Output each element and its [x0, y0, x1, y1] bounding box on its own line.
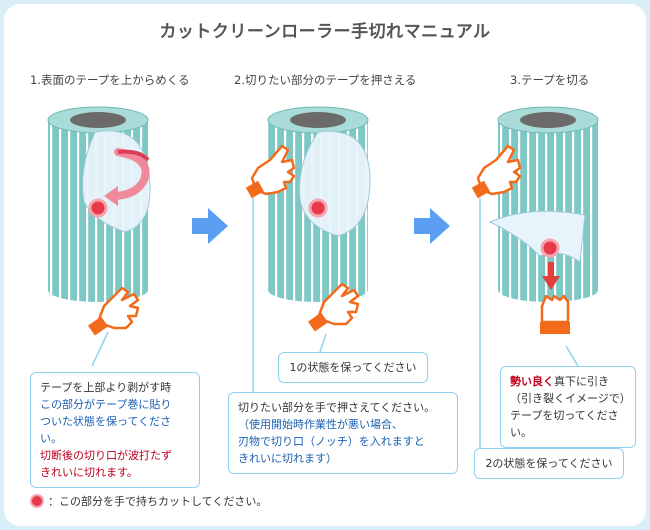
- instruction-bubble-2: 1の状態を保ってください: [278, 352, 428, 383]
- hand-icon: [245, 144, 296, 199]
- step-1-label: 1.表面のテープを上からめくる: [30, 73, 190, 87]
- bubble2-text: 1の状態を保ってください: [289, 361, 417, 374]
- step-3-label: 3.テープを切る: [510, 73, 590, 87]
- red-dot-icon: [30, 494, 44, 508]
- next-arrow-icon: [414, 208, 450, 244]
- bubble1-line5: きれいに切れます。: [40, 466, 138, 479]
- bubble4-emphasis: 勢い良く: [510, 375, 554, 388]
- bubble3-line1: 切りたい部分を手で押さえてください。: [238, 401, 436, 414]
- bubble1-line4: 切断後の切り口が波打たず: [40, 449, 172, 462]
- hand-icon: [308, 282, 360, 332]
- next-arrow-icon: [192, 208, 228, 244]
- roller-2: [267, 106, 371, 302]
- roller-1: [47, 106, 151, 302]
- hand-icon: [540, 294, 570, 334]
- roller-3: [488, 106, 599, 302]
- footnote-text: ：この部分を手で持ちカットしてください。: [48, 495, 268, 508]
- instruction-bubble-5: 2の状態を保ってください: [474, 448, 624, 479]
- bubble1-line1: テープを上部より剥がす時: [40, 381, 172, 394]
- hand-icon: [88, 286, 140, 336]
- page-title: カットクリーンローラー手切れマニュアル: [159, 22, 491, 42]
- instruction-bubble-1: テープを上部より剥がす時 この部分がテープ巻に貼り ついた状態を保ってください。…: [30, 372, 200, 488]
- hand-icon: [471, 144, 522, 199]
- bubble3-line3: 刃物で切り口（ノッチ）を入れますと: [238, 435, 425, 448]
- bubble1-line2: この部分がテープ巻に貼り: [40, 398, 172, 411]
- bubble4-line3: テープを切ってください。: [510, 409, 619, 439]
- bubble4-line1: 真下に引き: [554, 375, 609, 388]
- footnote: ：この部分を手で持ちカットしてください。: [30, 493, 267, 509]
- instruction-bubble-4: 勢い良く真下に引き （引き裂くイメージで） テープを切ってください。: [500, 366, 636, 448]
- bubble4-line2: （引き裂くイメージで）: [510, 392, 631, 405]
- hold-point-dot: [88, 198, 108, 218]
- instruction-bubble-3: 切りたい部分を手で押さえてください。 （使用開始時作業性が悪い場合、 刃物で切り…: [228, 392, 458, 474]
- bubble3-line4: きれいに切れます）: [238, 452, 337, 465]
- bubble3-line2: （使用開始時作業性が悪い場合、: [238, 418, 403, 431]
- bubble5-text: 2の状態を保ってください: [485, 457, 613, 470]
- step-2-label: 2.切りたい部分のテープを押さえる: [234, 73, 417, 87]
- bubble1-line3: ついた状態を保ってください。: [40, 415, 172, 445]
